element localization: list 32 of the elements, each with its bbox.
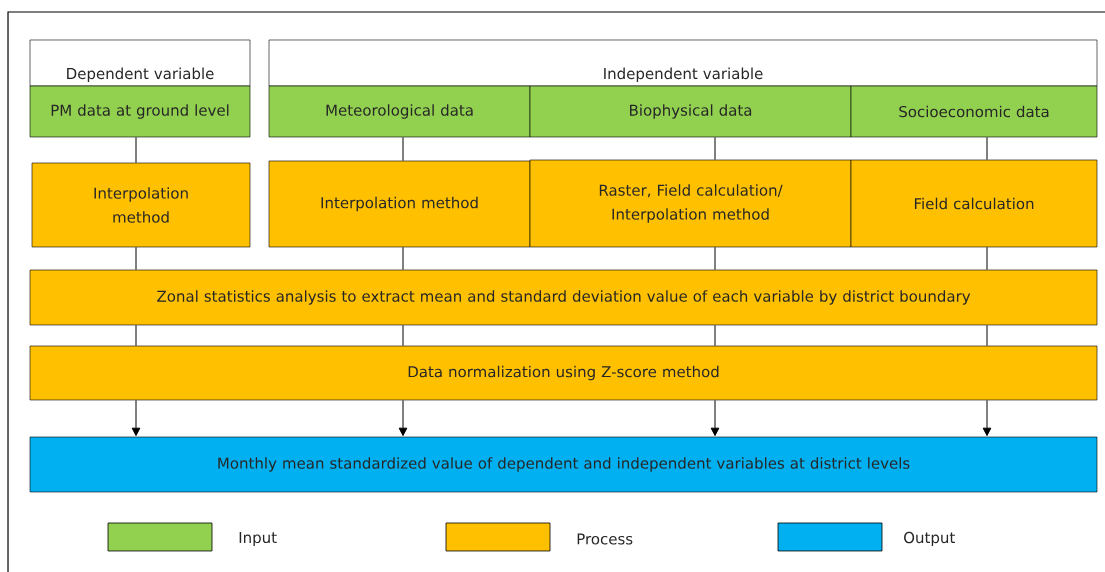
input-box: Socioeconomic data <box>850 85 1098 138</box>
legend-label: Output <box>904 531 955 547</box>
connector-line <box>135 246 137 271</box>
process-box: Interpolation method <box>31 162 251 248</box>
connector-line <box>986 324 988 347</box>
connector-line <box>402 324 404 347</box>
connector-line <box>402 246 404 271</box>
process-box: Raster, Field calculation/ Interpolation method <box>529 159 852 248</box>
input-box: Meteorological data <box>268 85 531 138</box>
process-box: Field calculation <box>850 159 1098 248</box>
header-box: Independent variable <box>268 39 1098 87</box>
legend-label: Process <box>577 533 633 545</box>
connector-line <box>714 136 716 161</box>
input-box: Biophysical data <box>529 85 852 138</box>
arrow <box>131 399 141 437</box>
header-box: Dependent variable <box>29 39 251 87</box>
input-box: PM data at ground level <box>29 85 251 138</box>
arrow <box>710 399 720 437</box>
connector-line <box>986 136 988 161</box>
output-box: Monthly mean standardized value of dependent and independent variables at district levels <box>29 436 1098 493</box>
connector-line <box>714 246 716 271</box>
connector-line <box>714 324 716 347</box>
process-box: Data normalization using Z-score method <box>29 345 1098 401</box>
legend-label: Input <box>239 531 277 546</box>
connector-line <box>986 246 988 271</box>
arrow <box>398 399 408 437</box>
connector-line <box>402 136 404 162</box>
connector-line <box>135 136 137 164</box>
connector-line <box>135 324 137 347</box>
process-box: Zonal statistics analysis to extract mean and standard deviation value of each variable by district boundary <box>29 269 1098 326</box>
process-box: Interpolation method <box>268 160 531 248</box>
arrow <box>982 399 992 437</box>
